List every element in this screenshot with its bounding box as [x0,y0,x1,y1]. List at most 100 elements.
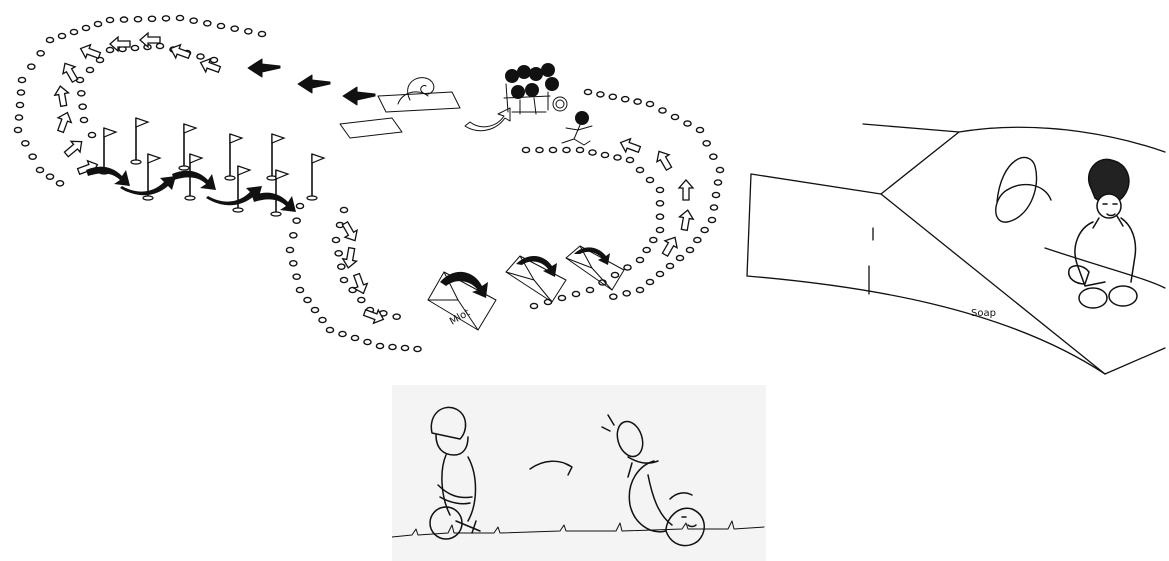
outline-arrow [679,180,693,200]
marker-ring [549,147,556,152]
flag [148,154,160,163]
marker-ring [708,217,715,222]
marker-ring [120,17,127,22]
marker-ring [311,307,318,312]
marker-ring [204,21,211,26]
outline-arrow [168,42,192,62]
flag [184,124,196,133]
seated-child [430,407,480,539]
marker-ring [134,17,141,22]
marker-ring [610,294,617,299]
outline-arrow [677,209,694,231]
outline-arrow [53,85,70,107]
marker-ring [210,57,217,62]
marker-ring [293,218,300,223]
marker-ring [712,192,719,197]
slalom-arrows [86,167,296,212]
marker-ring [634,99,641,104]
marker-ring [15,115,22,120]
marker-ring [703,141,710,146]
pole-base [225,176,235,180]
marker-ring [646,101,653,106]
marker-ring [364,339,371,344]
marker-ring [70,29,77,34]
marker-ring [601,152,608,157]
marker-ring [636,287,643,292]
tunnel-box: Mlot [428,272,496,330]
tunnel-box [566,246,624,290]
rocking-exercise-illustration [392,385,766,561]
marker-ring [676,255,683,260]
marker-ring [80,117,87,122]
marker-ring [597,92,604,97]
marker-ring [650,237,657,242]
marker-ring [401,345,408,350]
outline-arrow [54,110,74,134]
marker-ring [106,47,113,52]
marker-ring [358,297,365,302]
pole-base [131,160,141,164]
marker-ring [46,37,53,42]
marker-ring [646,177,653,182]
marker-ring [79,104,86,109]
obstacle-course-illustration: Mlot [0,0,760,370]
marker-ring [636,167,643,172]
marker-ring [389,344,396,349]
outline-arrow [653,148,675,172]
marker-ring [296,287,303,292]
marker-ring [14,127,21,132]
marker-ring [56,181,63,186]
marker-ring [694,237,701,242]
flag [238,166,250,175]
black-arrow [248,59,280,77]
children-group [504,63,559,114]
outline-arrow [62,136,86,160]
marker-ring [338,264,345,269]
flag [276,170,288,179]
gym-mats [340,78,460,138]
marker-ring [666,263,673,268]
marker-ring [530,303,537,308]
tunnel-boxes: Mlot [428,246,624,330]
pole-base [143,196,153,200]
marker-ring [293,274,300,279]
marker-ring [686,247,693,252]
marker-ring [319,317,326,322]
marker-ring [584,89,591,94]
marker-ring [82,25,89,30]
marker-ring [656,187,663,192]
pole-base [233,208,243,212]
flag [190,154,202,163]
running-child [553,97,592,145]
marker-ring [714,180,721,185]
marker-ring [609,94,616,99]
marker-ring [656,271,663,276]
marker-ring [36,167,43,172]
flag [104,128,116,137]
black-arrow [343,87,375,105]
marker-ring [106,17,113,22]
marker-ring [656,214,663,219]
mat [378,92,460,112]
marker-ring [340,277,347,282]
marker-ring [393,314,400,319]
marker-ring [29,154,36,159]
curved-black-arrow [86,167,130,186]
marker-ring [88,132,95,137]
curved-black-arrow [252,193,296,212]
marker-ring [611,272,618,277]
rolling-back-child [602,415,704,546]
flag-pole [307,154,324,200]
marker-ring [563,147,570,152]
marker-ring [636,257,643,262]
marker-ring [94,21,101,26]
flag-pole [131,118,148,164]
marker-ring [258,31,265,36]
marker-ring [197,54,204,59]
pole-base [179,166,189,170]
marker-ring [716,167,723,172]
flag [230,134,242,143]
marker-ring [340,207,347,212]
marker-ring [286,247,293,252]
marker-ring [18,77,25,82]
